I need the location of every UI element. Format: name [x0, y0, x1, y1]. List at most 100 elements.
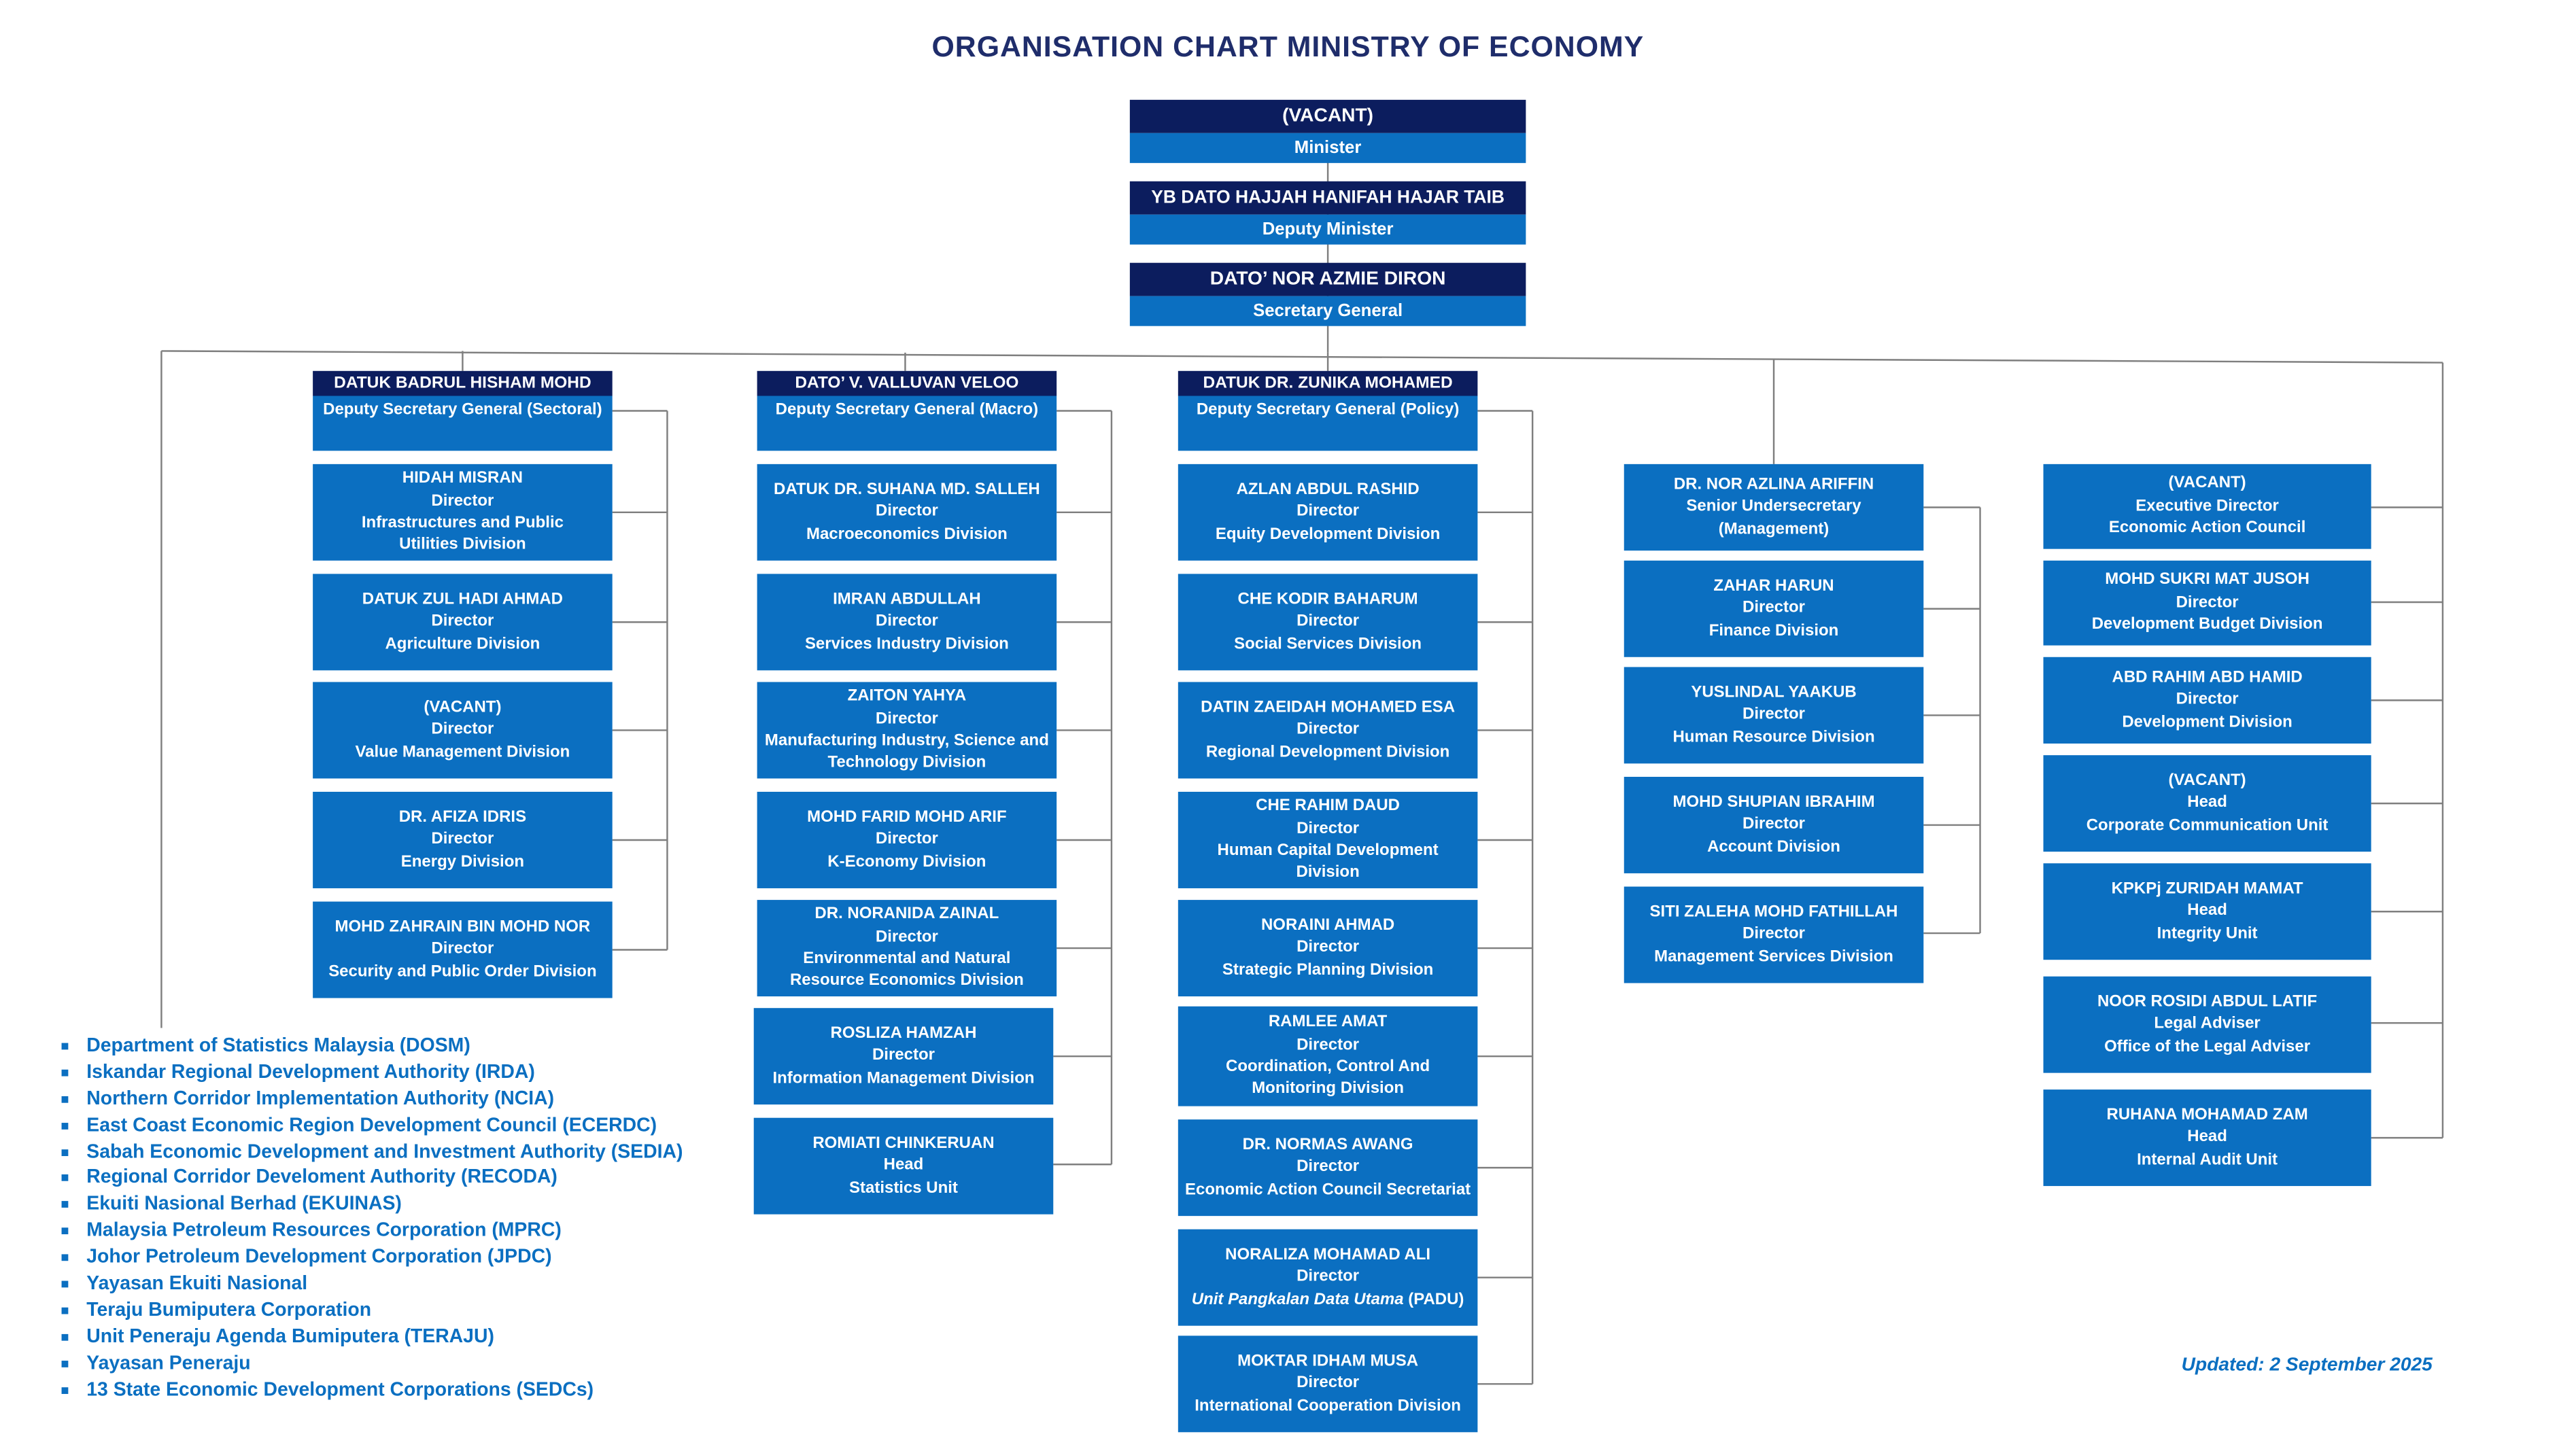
- dsg-sectoral-role: Deputy Secretary General (Sectoral): [313, 396, 613, 451]
- unit-name: DATUK DR. SUHANA MD. SALLEH: [774, 481, 1040, 499]
- unit-role: Director: [1296, 1374, 1360, 1393]
- minister-role: Minister: [1129, 133, 1526, 163]
- unit-division: Economic Action Council: [2108, 519, 2306, 538]
- agency-list: Department of Statistics Malaysia (DOSM)…: [61, 1033, 683, 1403]
- unit-division: Infrastructures and Public Utilities Div…: [361, 514, 564, 555]
- unit-division: Manufacturing Industry, Science and Tech…: [764, 731, 1049, 773]
- dsg-macro-name: DATO’ V. VALLUVAN VELOO: [757, 370, 1057, 396]
- dsg-policy-role: Deputy Secretary General (Policy): [1178, 396, 1478, 451]
- unit-division: Account Division: [1707, 837, 1840, 856]
- secretary-general-name: DATO’ NOR AZMIE DIRON: [1129, 262, 1526, 296]
- unit-role: Director: [1742, 599, 1806, 618]
- unit-name: KPKPj ZURIDAH MAMAT: [2111, 879, 2303, 898]
- unit-name: DR. AFIZA IDRIS: [398, 808, 527, 827]
- unit-role: Head: [2187, 902, 2227, 921]
- agency-item: Malaysia Petroleum Resources Corporation…: [61, 1218, 683, 1244]
- unit-name: DR. NORMAS AWANG: [1242, 1136, 1413, 1155]
- agency-item: 13 State Economic Development Corporatio…: [61, 1376, 683, 1403]
- unit-name: NOOR ROSIDI ABDUL LATIF: [2097, 992, 2318, 1011]
- unit-division: Environmental and Natural Resource Econo…: [789, 949, 1024, 991]
- unit-role: Director: [1296, 939, 1360, 958]
- unit-role: Executive Director: [2135, 497, 2279, 516]
- policy-unit-box: DR. NORMAS AWANG Director Economic Actio…: [1178, 1119, 1478, 1217]
- unit-name: HIDAH MISRAN: [402, 469, 523, 488]
- agency-item: Northern Corridor Implementation Authori…: [61, 1086, 683, 1113]
- unit-division: Security and Public Order Division: [328, 962, 597, 981]
- agency-item: Department of Statistics Malaysia (DOSM): [61, 1033, 683, 1060]
- unit-role: Director: [875, 612, 938, 631]
- unit-role: Legal Adviser: [2154, 1015, 2261, 1034]
- page-title: ORGANISATION CHART MINISTRY OF ECONOMY: [931, 30, 1645, 64]
- direct-unit-box: RUHANA MOHAMAD ZAM Head Internal Audit U…: [2043, 1089, 2371, 1187]
- unit-name: CHE RAHIM DAUD: [1256, 797, 1400, 816]
- unit-name: DR. NORANIDA ZAINAL: [814, 905, 999, 924]
- policy-unit-box: MOKTAR IDHAM MUSA Director International…: [1178, 1335, 1478, 1433]
- unit-name: (VACANT): [2168, 771, 2246, 790]
- unit-name: ZAITON YAHYA: [847, 687, 967, 706]
- macro-unit-box: MOHD FARID MOHD ARIF Director K-Economy …: [757, 792, 1057, 888]
- unit-role: Director: [875, 710, 938, 729]
- policy-unit-box: CHE RAHIM DAUD Director Human Capital De…: [1178, 792, 1478, 888]
- direct-unit-box: NOOR ROSIDI ABDUL LATIF Legal Adviser Of…: [2043, 976, 2371, 1073]
- unit-role: Director: [431, 831, 494, 849]
- unit-name: ZAHAR HARUN: [1713, 577, 1834, 595]
- agency-item: Sabah Economic Development and Investmen…: [61, 1138, 683, 1165]
- unit-name: DR. NOR AZLINA ARIFFIN: [1673, 475, 1874, 494]
- unit-division: Energy Division: [400, 852, 525, 871]
- management-head-box: DR. NOR AZLINA ARIFFIN Senior Undersecre…: [1624, 464, 1924, 551]
- dsg-sectoral-name: DATUK BADRUL HISHAM MOHD: [313, 370, 613, 396]
- unit-division: Regional Development Division: [1205, 743, 1450, 762]
- unit-division: Human Capital Development Division: [1217, 841, 1439, 883]
- unit-role: Director: [1296, 612, 1360, 631]
- unit-division: Internal Audit Unit: [2137, 1150, 2278, 1169]
- sectoral-unit-box: (VACANT) Director Value Management Divis…: [313, 682, 613, 779]
- unit-division: Corporate Communication Unit: [2086, 816, 2329, 835]
- direct-unit-box: MOHD SUKRI MAT JUSOH Director Developmen…: [2043, 560, 2371, 646]
- unit-role: Director: [875, 831, 938, 849]
- unit-name: ROSLIZA HAMZAH: [830, 1024, 977, 1043]
- unit-name: NORALIZA MOHAMAD ALI: [1225, 1245, 1431, 1264]
- unit-role: Senior Undersecretary (Management): [1686, 497, 1861, 539]
- unit-division: International Cooperation Division: [1195, 1397, 1461, 1416]
- management-unit-box: ZAHAR HARUN Director Finance Division: [1624, 560, 1924, 657]
- unit-division: Finance Division: [1708, 621, 1839, 640]
- unit-role: Director: [2176, 691, 2239, 710]
- unit-division: Information Management Division: [772, 1069, 1035, 1087]
- policy-unit-box: NORALIZA MOHAMAD ALI Director Unit Pangk…: [1178, 1229, 1478, 1326]
- dsg-macro-role: Deputy Secretary General (Macro): [757, 396, 1057, 451]
- unit-name: MOHD ZAHRAIN BIN MOHD NOR: [334, 918, 591, 937]
- unit-role: Director: [1296, 1035, 1360, 1054]
- unit-division: Statistics Unit: [849, 1179, 958, 1198]
- unit-division: Economic Action Council Secretariat: [1185, 1180, 1471, 1199]
- secretary-general-role: Secretary General: [1129, 296, 1526, 326]
- unit-name: DATUK ZUL HADI AHMAD: [362, 590, 564, 609]
- dsg-policy-name: DATUK DR. ZUNIKA MOHAMED: [1178, 370, 1478, 396]
- macro-unit-box: ROMIATI CHINKERUAN Head Statistics Unit: [753, 1117, 1054, 1215]
- unit-division: Integrity Unit: [2157, 924, 2258, 943]
- unit-name: ABD RAHIM ABD HAMID: [2112, 668, 2303, 687]
- agency-item: Yayasan Peneraju: [61, 1350, 683, 1377]
- unit-name: MOHD SUKRI MAT JUSOH: [2105, 571, 2309, 590]
- policy-unit-box: AZLAN ABDUL RASHID Director Equity Devel…: [1178, 464, 1478, 561]
- sectoral-unit-box: DR. AFIZA IDRIS Director Energy Division: [313, 792, 613, 888]
- dsg-macro-box: DATO’ V. VALLUVAN VELOO Deputy Secretary…: [757, 370, 1057, 451]
- dsg-policy-box: DATUK DR. ZUNIKA MOHAMED Deputy Secretar…: [1178, 370, 1478, 451]
- agency-item: Ekuiti Nasional Berhad (EKUINAS): [61, 1191, 683, 1218]
- unit-division: Social Services Division: [1234, 635, 1422, 654]
- minister-name: (VACANT): [1129, 99, 1526, 133]
- unit-role: Director: [875, 927, 938, 946]
- deputy-minister-role: Deputy Minister: [1129, 214, 1526, 245]
- sectoral-unit-box: HIDAH MISRAN Director Infrastructures an…: [313, 464, 613, 561]
- management-unit-box: YUSLINDAL YAAKUB Director Human Resource…: [1624, 667, 1924, 764]
- unit-role: Director: [1296, 1268, 1360, 1287]
- unit-role: Director: [431, 612, 494, 631]
- unit-name: YUSLINDAL YAAKUB: [1691, 683, 1857, 702]
- unit-role: Director: [1742, 816, 1806, 834]
- unit-division: Agriculture Division: [385, 635, 540, 654]
- unit-division: Office of the Legal Adviser: [2104, 1037, 2311, 1056]
- unit-name: NORAINI AHMAD: [1260, 916, 1395, 935]
- unit-name: MOKTAR IDHAM MUSA: [1237, 1352, 1419, 1371]
- agency-item: Iskandar Regional Development Authority …: [61, 1060, 683, 1086]
- unit-name: (VACANT): [424, 698, 502, 717]
